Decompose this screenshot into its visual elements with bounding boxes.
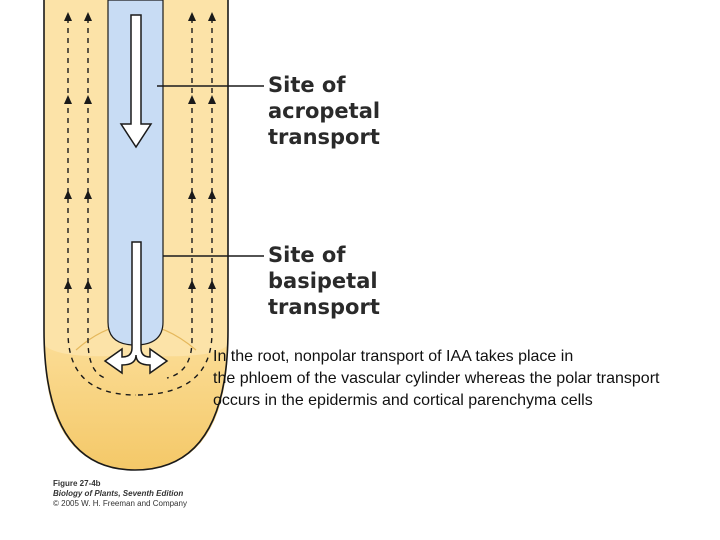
- basipetal-label-line-3: transport: [268, 295, 380, 319]
- basipetal-label-line-2: basipetal: [268, 269, 378, 293]
- copyright: © 2005 W. H. Freeman and Company: [53, 499, 187, 508]
- basipetal-label-line-1: Site of: [268, 243, 346, 267]
- basipetal-arrow: [103, 241, 169, 375]
- acropetal-arrow: [119, 14, 153, 149]
- book-title: Biology of Plants, Seventh Edition: [53, 489, 184, 498]
- caption-line-1: In the root, nonpolar transport of IAA t…: [213, 348, 574, 365]
- basipetal-label: Site of basipetal transport: [268, 242, 380, 320]
- polar-arrowhead: [64, 12, 72, 21]
- root-outline: [43, 0, 229, 471]
- polar-arrowhead: [84, 190, 92, 199]
- figure-number: Figure 27-4b: [53, 479, 101, 488]
- polar-arrowhead: [188, 12, 196, 21]
- polar-arrowhead: [208, 280, 216, 289]
- left-polar-path: [67, 18, 137, 396]
- inner-right-polar-path: [166, 18, 193, 379]
- right-polar-path: [135, 18, 213, 396]
- acropetal-label-line-2: acropetal: [268, 99, 381, 123]
- caption: In the root, nonpolar transport of IAA t…: [213, 346, 718, 412]
- figure-credit: Figure 27-4b Biology of Plants, Seventh …: [53, 479, 187, 509]
- caption-line-3: occurs in the epidermis and cortical par…: [213, 392, 593, 409]
- polar-arrowheads: [64, 12, 216, 289]
- polar-arrowhead: [64, 95, 72, 104]
- polar-arrowhead: [208, 190, 216, 199]
- root-cap: [44, 345, 228, 470]
- acropetal-label-line-1: Site of: [268, 73, 346, 97]
- caption-line-2: the phloem of the vascular cylinder wher…: [213, 370, 660, 387]
- polar-arrowhead: [64, 280, 72, 289]
- polar-arrowhead: [188, 190, 196, 199]
- polar-arrowhead: [208, 95, 216, 104]
- acropetal-label-line-3: transport: [268, 125, 380, 149]
- polar-arrowhead: [84, 95, 92, 104]
- polar-arrowhead: [208, 12, 216, 21]
- inner-left-polar-path: [87, 18, 106, 379]
- polar-arrowhead: [188, 280, 196, 289]
- polar-arrowhead: [84, 12, 92, 21]
- polar-arrowhead: [188, 95, 196, 104]
- polar-arrowhead: [64, 190, 72, 199]
- polar-arrowhead: [84, 280, 92, 289]
- acropetal-label: Site of acropetal transport: [268, 72, 380, 150]
